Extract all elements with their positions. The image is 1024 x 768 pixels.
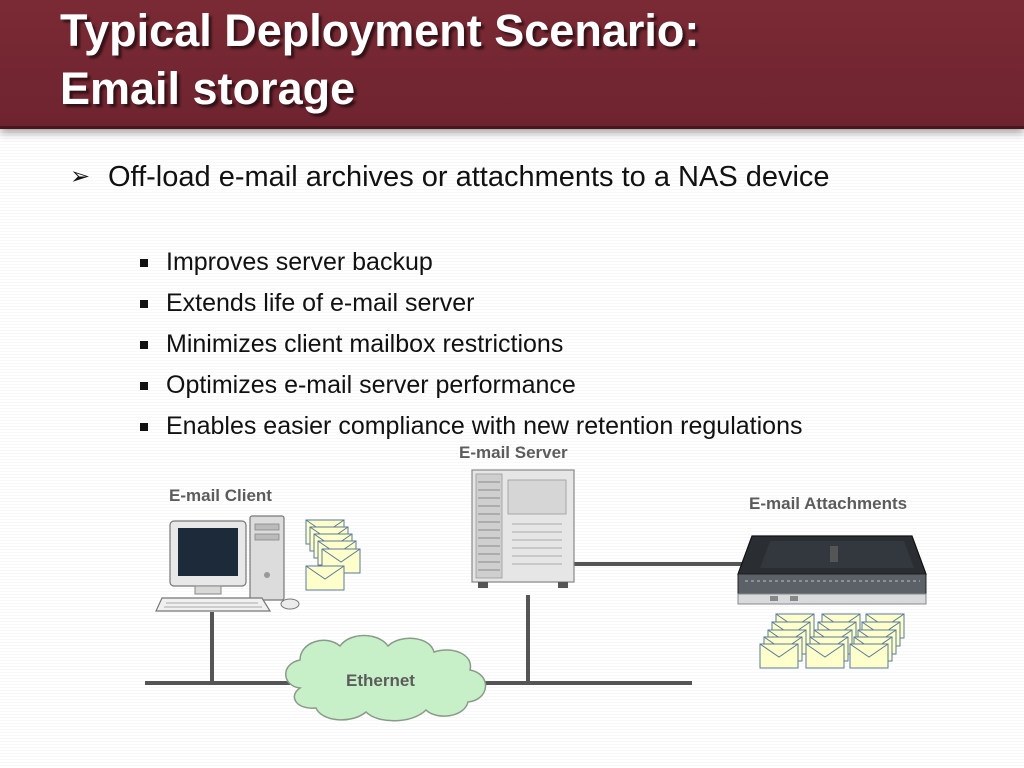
sub-bullet-text: Enables easier compliance with new reten… xyxy=(166,412,803,440)
server-icon xyxy=(471,469,575,588)
arrow-bullet-icon: ➢ xyxy=(70,163,91,190)
square-bullet-icon xyxy=(140,300,148,308)
envelope-icon xyxy=(759,613,905,669)
attachments-label: E-mail Attachments xyxy=(749,494,908,513)
sub-bullet-text: Extends life of e-mail server xyxy=(166,289,475,317)
main-bullet-text: Off-load e-mail archives or attachments … xyxy=(108,161,830,193)
title-line-1: Typical Deployment Scenario: xyxy=(60,5,700,56)
client-label: E-mail Client xyxy=(169,486,272,505)
sub-bullet-text: Optimizes e-mail server performance xyxy=(166,371,576,399)
square-bullet-icon xyxy=(140,382,148,390)
title-bar: Typical Deployment Scenario: Email stora… xyxy=(0,0,1024,129)
square-bullet-icon xyxy=(140,341,148,349)
slide-title: Typical Deployment Scenario: Email stora… xyxy=(60,2,699,118)
square-bullet-icon xyxy=(140,423,148,431)
sub-bullet-text: Minimizes client mailbox restrictions xyxy=(166,330,564,358)
square-bullet-icon xyxy=(140,259,148,267)
sub-bullet-text: Improves server backup xyxy=(166,248,433,276)
computer-icon xyxy=(155,515,300,612)
network-lines xyxy=(145,562,745,685)
title-line-2: Email storage xyxy=(60,63,356,114)
nas-device-icon xyxy=(737,535,927,605)
ethernet-label: Ethernet xyxy=(346,671,415,690)
server-label: E-mail Server xyxy=(459,443,568,462)
cloud-icon xyxy=(285,634,487,722)
envelope-icon xyxy=(305,519,361,591)
